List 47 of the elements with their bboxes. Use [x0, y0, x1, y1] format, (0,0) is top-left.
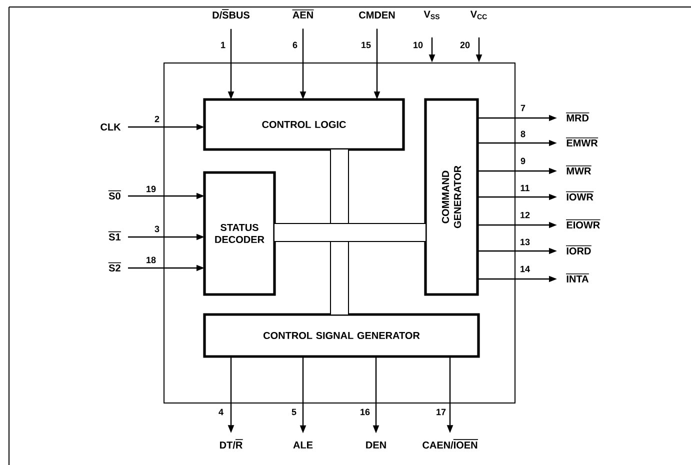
signal-name: CAEN/IOEN: [422, 441, 478, 449]
pin-number: 6: [292, 42, 298, 48]
signal-name: INTA: [566, 276, 589, 282]
signal-name: V$_{CC}$: [470, 10, 487, 20]
signal-name: EMWR: [566, 140, 598, 146]
signal-name: S0: [108, 192, 120, 200]
pin-number: 4: [218, 408, 224, 416]
chip-outline: [164, 62, 516, 404]
function-block: CONTROL SIGNAL GENERATOR: [203, 313, 480, 358]
pin-number: 9: [520, 158, 526, 164]
pin-number: 8: [520, 130, 526, 138]
signal-name: DT/R: [220, 441, 242, 449]
signal-name: EIOWR: [566, 221, 600, 229]
bus-line: [274, 223, 426, 242]
pin-number: 10: [414, 42, 423, 48]
pin-number: 13: [520, 238, 530, 246]
pin-number: 20: [460, 42, 470, 48]
pin-number: 12: [520, 212, 530, 218]
function-block: STATUS DECODER: [203, 171, 276, 296]
pin-number: 19: [146, 186, 156, 192]
signal-name: V$_{SS}$: [424, 10, 440, 20]
pin-number: 11: [520, 184, 530, 192]
bus-line: [330, 150, 349, 314]
signal-name: IOWR: [566, 193, 594, 201]
pin-number: 1: [221, 42, 226, 48]
signal-name: S2: [108, 264, 120, 272]
signal-name: MWR: [566, 168, 591, 174]
signal-name: CMDEN: [359, 11, 395, 19]
pin-number: 2: [154, 116, 160, 122]
signal-name: ALE: [293, 442, 313, 448]
signal-name: MRD: [566, 114, 589, 122]
pin-number: 14: [520, 266, 530, 272]
pin-number: 16: [360, 408, 370, 416]
signal-name: S1: [108, 233, 121, 241]
signal-name: CLK: [100, 123, 121, 131]
signal-name: IORD: [566, 247, 591, 255]
signal-name: D/SBUS: [212, 11, 250, 19]
pin-number: 3: [154, 226, 160, 232]
pin-number: 5: [292, 408, 296, 416]
pin-number: 18: [146, 256, 156, 264]
pin-number: 7: [520, 104, 526, 112]
signal-name: DEN: [366, 442, 386, 448]
function-block: COMMAND GENERATOR: [424, 98, 479, 296]
pin-number: 17: [436, 408, 446, 416]
function-block: CONTROL LOGIC: [203, 98, 405, 151]
signal-name: AEN: [292, 12, 313, 18]
pin-number: 15: [362, 42, 371, 48]
